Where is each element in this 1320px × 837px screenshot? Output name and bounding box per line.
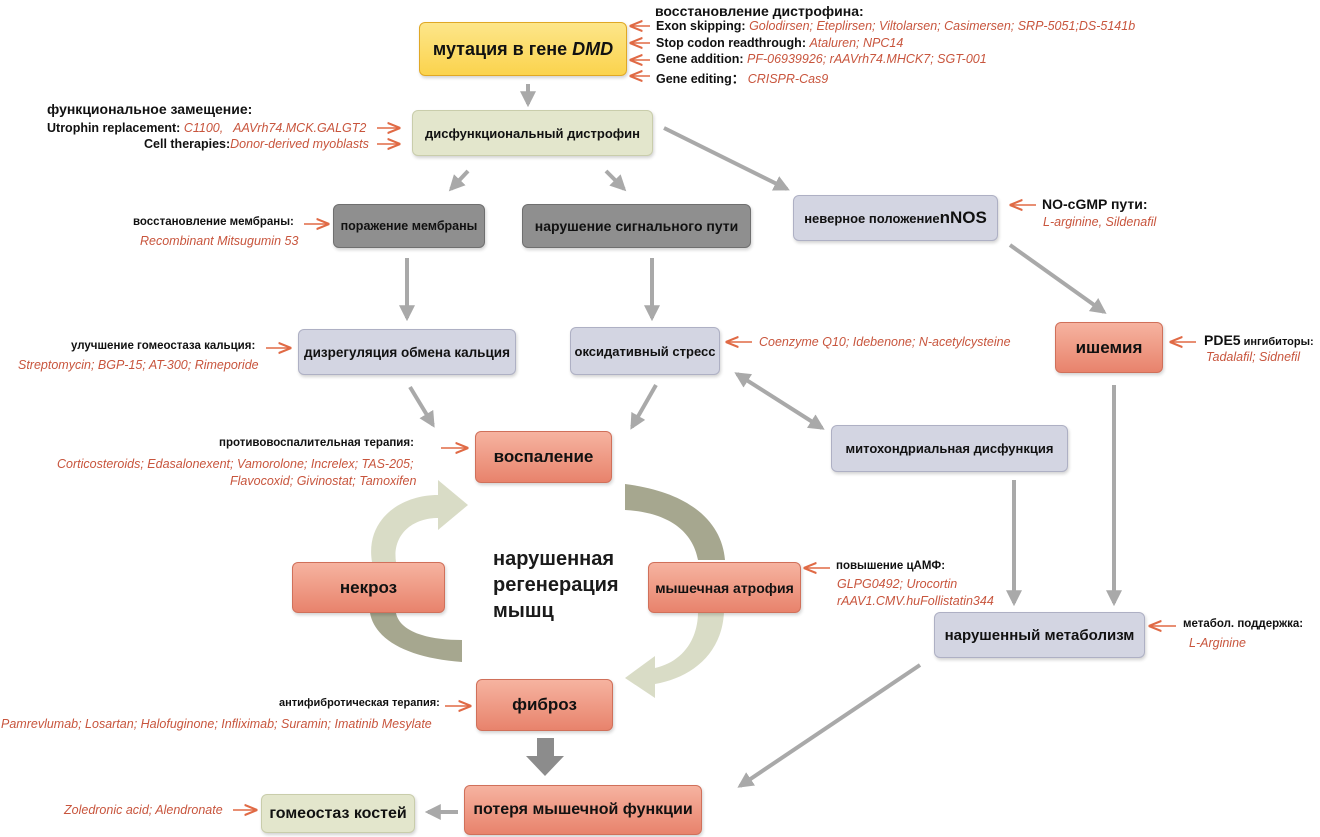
node-inflammation-label: воспаление xyxy=(493,447,594,466)
therapy-restoration-row-stop: Stop codon readthrough: Ataluren; NPC14 xyxy=(656,36,903,50)
therapy-nocgmp-title: NO-cGMP пути: xyxy=(1042,196,1148,212)
node-loss-label: потеря мышечной функции xyxy=(473,801,693,818)
node-dmd-mutation-prefix: мутация в гене xyxy=(432,38,573,59)
node-dysfunctional-label: дисфункциональный дистрофин xyxy=(424,125,641,141)
therapy-exon-label: Exon skipping: xyxy=(656,19,746,33)
center-caption: нарушенная регенерация мышц xyxy=(493,546,619,624)
arrow-nnos-to-ischemia xyxy=(1008,243,1107,314)
node-fibrosis-label: фиброз xyxy=(512,695,577,714)
node-signaling-disruption: нарушение сигнального пути xyxy=(522,204,751,248)
cycle-arrow-necrosis-to-inflammation xyxy=(371,480,468,562)
therapy-bone-drugs: Zoledronic acid; Alendronate xyxy=(64,803,223,817)
therapy-gene-add-drugs: PF-06939926; rAAVrh74.MHCK7; SGT-001 xyxy=(746,52,987,66)
node-calcium-dysregulation: дизрегуляция обмена кальция xyxy=(298,329,516,375)
therapy-exon-drugs: Golodirsen; Eteplirsen; Viltolarsen; Cas… xyxy=(749,19,1136,33)
therapy-camp-drugs-1: GLPG0492; Urocortin xyxy=(837,577,958,591)
therapy-oxidative-drugs: Coenzyme Q10; Idebenone; N-acetylcystein… xyxy=(759,335,1011,349)
therapy-restoration-row-exon: Exon skipping: Golodirsen; Eteplirsen; V… xyxy=(656,19,1135,33)
therapy-restoration-row-gene-add: Gene addition: PF-06939926; rAAVrh74.MHC… xyxy=(656,52,987,66)
therapy-pde5-rest: ингибиторы: xyxy=(1240,336,1314,348)
node-nnos-suffix: nNOS xyxy=(939,208,987,227)
node-impaired-metabolism: нарушенный метаболизм xyxy=(934,612,1145,658)
arrow-metabolism-to-loss xyxy=(737,663,922,788)
arrow-calcium-to-inflammation xyxy=(408,385,435,428)
big-arrow-fibrosis-to-loss xyxy=(526,738,564,776)
therapy-utrophin-drugs: C1100, AAVrh74.MCK.GALGT2 xyxy=(183,121,367,135)
therapy-restoration-title: восстановление дистрофина: xyxy=(655,3,864,19)
cycle-arrow-fibrosis-to-necrosis xyxy=(370,613,462,662)
therapy-functional-title: функциональное замещение: xyxy=(47,101,253,117)
node-mitochondrial-dysfunction: митохондриальная дисфункция xyxy=(831,425,1068,472)
arrow-dysfunctional-to-membrane xyxy=(448,169,470,192)
therapy-functional-row-cell: Cell therapies:Donor-derived myoblasts xyxy=(144,137,369,151)
therapy-stop-label: Stop codon readthrough: xyxy=(656,36,806,50)
node-dmd-mutation: мутация в гене DMD xyxy=(419,22,627,76)
therapy-antiinflammatory-drugs-2: Flavocoxid; Givinostat; Tamoxifen xyxy=(230,474,417,488)
therapy-stop-drugs: Ataluren; NPC14 xyxy=(809,36,904,50)
therapy-pde5-title: PDE5 ингибиторы: xyxy=(1204,332,1314,350)
center-line-2: регенерация xyxy=(493,574,619,596)
node-oxidative-label: оксидативный стресс xyxy=(574,343,716,359)
therapy-functional-row-utrophin: Utrophin replacement: C1100, AAVrh74.MCK… xyxy=(47,121,366,135)
arrow-oxidative-mito-bidirectional xyxy=(734,372,825,430)
node-calcium-label: дизрегуляция обмена кальция xyxy=(304,344,510,360)
node-nnos-prefix: неверное положение xyxy=(804,210,940,226)
node-bone-label: гомеостаз костей xyxy=(269,804,407,822)
center-line-1: нарушенная xyxy=(493,548,615,570)
therapy-membrane-drugs: Recombinant Mitsugumin 53 xyxy=(140,234,299,248)
arrow-dysfunctional-to-signaling xyxy=(604,169,627,192)
therapy-antiinflammatory-drugs-1: Corticosteroids; Edasalonexent; Vamorolo… xyxy=(57,457,414,471)
therapy-cell-label: Cell therapies: xyxy=(144,137,231,151)
center-line-3: мышц xyxy=(493,600,554,622)
therapy-utrophin-label: Utrophin replacement: xyxy=(47,121,181,135)
therapy-pde5-bold: PDE5 xyxy=(1204,332,1241,348)
arrow-dysfunctional-to-nnos xyxy=(663,126,790,191)
node-dysfunctional-dystrophin: дисфункциональный дистрофин xyxy=(412,110,653,156)
node-membrane-damage: поражение мембраны xyxy=(333,204,485,248)
therapy-cell-drugs: Donor-derived myoblasts xyxy=(230,137,369,151)
node-ischemia: ишемия xyxy=(1055,322,1163,373)
therapy-gene-edit-label: Gene editing： xyxy=(656,72,745,86)
cycle-arrow-inflammation-to-atrophy xyxy=(625,484,725,560)
arrow-oxidative-to-inflammation xyxy=(630,384,658,430)
node-oxidative-stress: оксидативный стресс xyxy=(570,327,720,375)
node-bone-homeostasis: гомеостаз костей xyxy=(261,794,415,833)
therapy-restoration-row-gene-edit: Gene editing： CRISPR-Cas9 xyxy=(656,68,828,87)
therapy-antifibrotic-drugs: Pamrevlumab; Losartan; Halofuginone; Inf… xyxy=(1,717,432,731)
therapy-antifibrotic-title: антифибротическая терапия: xyxy=(279,697,440,709)
therapy-camp-drugs-2: rAAV1.CMV.huFollistatin344 xyxy=(837,594,994,608)
node-membrane-damage-label: поражение мембраны xyxy=(340,219,478,233)
node-dmd-gene: DMD xyxy=(572,38,614,59)
node-muscle-atrophy: мышечная атрофия xyxy=(648,562,801,613)
therapy-calcium-drugs: Streptomycin; BGP-15; AT-300; Rimeporide xyxy=(18,358,259,372)
cycle-arrow-atrophy-to-fibrosis xyxy=(625,612,724,698)
node-fibrosis: фиброз xyxy=(476,679,613,731)
therapy-metabolic-drugs: L-Arginine xyxy=(1189,636,1246,650)
therapy-membrane-title: восстановление мембраны: xyxy=(133,216,294,228)
node-loss-of-muscle-function: потеря мышечной функции xyxy=(464,785,702,835)
therapy-nocgmp-drugs: L-arginine, Sildenafil xyxy=(1043,215,1157,229)
node-mito-label: митохондриальная дисфункция xyxy=(845,441,1054,456)
node-atrophy-label: мышечная атрофия xyxy=(655,579,794,596)
therapy-metabolic-title: метабол. поддержка: xyxy=(1183,618,1304,630)
therapy-antiinflammatory-title: противовоспалительная терапия: xyxy=(219,437,414,449)
node-signaling-label: нарушение сигнального пути xyxy=(534,218,739,234)
therapy-calcium-title: улучшение гомеостаза кальция: xyxy=(71,340,256,352)
therapy-camp-title: повышение цАМФ: xyxy=(836,560,946,572)
node-metabolism-label: нарушенный метаболизм xyxy=(944,626,1135,644)
therapy-gene-edit-drugs: CRISPR-Cas9 xyxy=(747,72,829,86)
node-ischemia-label: ишемия xyxy=(1075,337,1143,357)
therapy-gene-add-label: Gene addition: xyxy=(656,52,744,66)
therapy-pde5-drugs: Tadalafil; Sidnefil xyxy=(1206,350,1301,364)
node-necrosis-label: некроз xyxy=(339,577,398,597)
node-inflammation: воспаление xyxy=(475,431,612,483)
node-necrosis: некроз xyxy=(292,562,445,613)
